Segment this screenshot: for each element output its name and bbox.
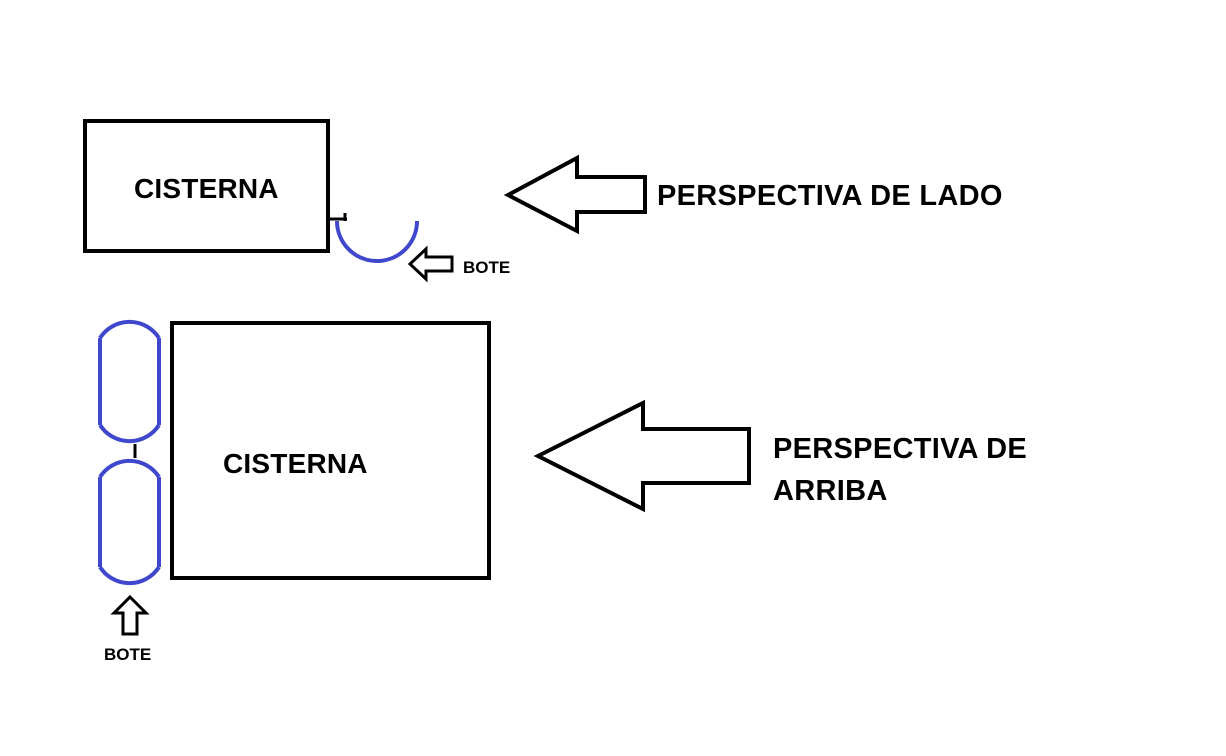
top-view-arrow-icon xyxy=(533,399,751,513)
side-view-perspective-label: PERSPECTIVA DE LADO xyxy=(657,180,1003,212)
side-view-boat xyxy=(335,220,419,263)
side-view-cistern-label: CISTERNA xyxy=(134,173,279,204)
side-view-boat-label: BOTE xyxy=(463,258,511,277)
top-view-perspective-label: PERSPECTIVA DE ARRIBA xyxy=(773,433,1027,507)
top-view-cistern-label: CISTERNA xyxy=(223,448,368,479)
top-view-boat-lower xyxy=(98,458,161,586)
side-view-connector xyxy=(328,213,347,221)
side-view-boat-arrow-icon xyxy=(407,245,454,283)
side-view-cistern-box xyxy=(83,119,330,253)
top-view-boat-arrow-icon xyxy=(110,594,150,636)
top-view-boat-upper xyxy=(98,319,161,444)
top-view-boat-label: BOTE xyxy=(104,645,152,664)
side-view-arrow-icon xyxy=(503,154,647,235)
top-view-cistern-box xyxy=(170,321,491,580)
